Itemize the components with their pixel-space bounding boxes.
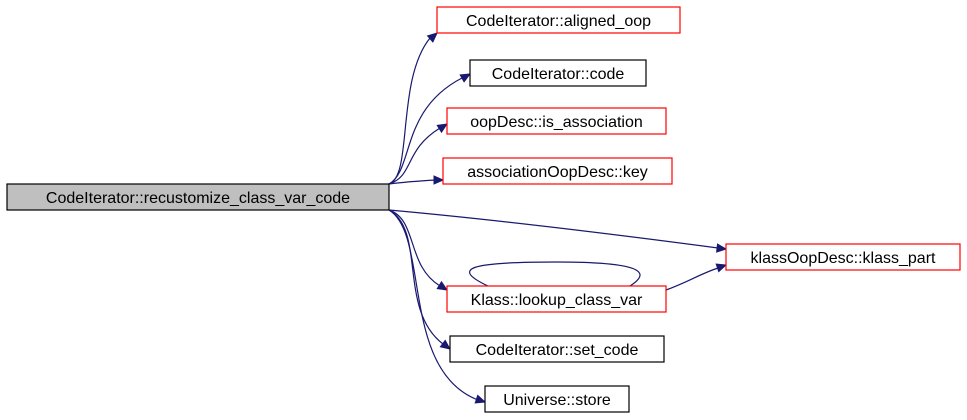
arrowhead-aligned-oop (426, 32, 438, 43)
edge-lookup-class-var-to-klass-part (665, 267, 719, 291)
edge-root-to-key (388, 179, 437, 185)
node-label: CodeIterator::code (492, 66, 625, 83)
node-set-code[interactable]: CodeIterator::set_code (449, 335, 665, 363)
edge-root-to-klass-part (388, 209, 719, 249)
edge-root-to-store (388, 209, 479, 401)
node-label: Universe::store (503, 392, 611, 409)
node-box (436, 6, 681, 34)
node-lookup-class-var[interactable]: Klass::lookup_class_var (446, 285, 667, 313)
node-box (442, 157, 673, 185)
node-label: oopDesc::is_association (470, 114, 643, 131)
edge-lookup-class-var-to-lookup-class-var (469, 261, 641, 287)
node-is-association[interactable]: oopDesc::is_association (446, 107, 667, 135)
node-label: CodeIterator::set_code (476, 342, 639, 359)
arrowhead-klass-part (715, 263, 728, 273)
edges-layer (388, 32, 728, 404)
edge-root-to-lookup-class-var (388, 209, 441, 287)
node-store[interactable]: Universe::store (484, 385, 630, 413)
node-label: Klass::lookup_class_var (471, 292, 643, 309)
node-klass-part[interactable]: klassOopDesc::klass_part (725, 243, 961, 271)
node-key[interactable]: associationOopDesc::key (442, 157, 673, 185)
node-label: CodeIterator::recustomize_class_var_code (46, 190, 350, 207)
node-label: klassOopDesc::klass_part (751, 250, 937, 267)
arrowhead-code (459, 73, 472, 83)
node-label: CodeIterator::aligned_oop (466, 13, 651, 30)
edge-root-to-code (388, 77, 463, 185)
arrowhead-store (474, 394, 487, 404)
node-box (469, 59, 647, 87)
node-box (484, 385, 630, 413)
edge-root-to-set-code (388, 209, 444, 345)
edge-root-to-is-association (388, 127, 441, 185)
node-box (449, 335, 665, 363)
node-box (446, 285, 667, 313)
node-box (6, 183, 390, 211)
arrowhead-set-code (439, 339, 451, 350)
node-box (725, 243, 961, 271)
node-root[interactable]: CodeIterator::recustomize_class_var_code (6, 183, 390, 211)
arrowhead-is-association (436, 123, 449, 134)
node-box (446, 107, 667, 135)
node-code[interactable]: CodeIterator::code (469, 59, 647, 87)
arrowhead-key (433, 175, 445, 185)
arrowhead-klass-part (716, 243, 728, 253)
node-aligned-oop[interactable]: CodeIterator::aligned_oop (436, 6, 681, 34)
nodes-layer: CodeIterator::recustomize_class_var_code… (6, 6, 961, 413)
node-label: associationOopDesc::key (467, 164, 648, 181)
arrowhead-lookup-class-var (436, 280, 449, 291)
